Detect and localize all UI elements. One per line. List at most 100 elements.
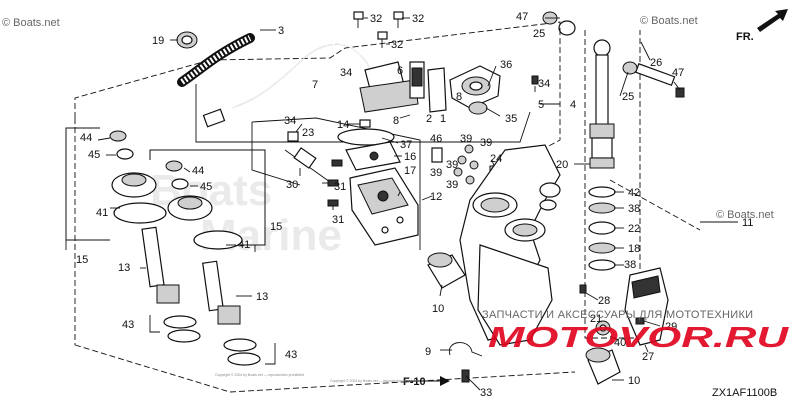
callout-47-a: 47 xyxy=(516,11,528,23)
callout-27: 27 xyxy=(642,351,654,363)
part-6-trim-motor xyxy=(359,61,425,113)
callout-30: 30 xyxy=(286,179,298,191)
part-47-bolt xyxy=(675,87,685,98)
part-37-o-ring xyxy=(337,128,395,146)
callout-36: 36 xyxy=(500,59,512,71)
part-10-bushing-left xyxy=(427,252,466,289)
callout-44-b: 44 xyxy=(192,165,204,177)
diagram-code: ZX1AF1100B xyxy=(712,387,777,399)
callout-3: 3 xyxy=(278,25,284,37)
callout-17: 17 xyxy=(404,165,416,177)
callout-8-a: 8 xyxy=(456,91,462,103)
callout-43-a: 43 xyxy=(122,319,134,331)
part-34-bolt-small xyxy=(531,75,539,85)
callout-22: 22 xyxy=(628,223,640,235)
callout-32-c: 32 xyxy=(391,39,403,51)
callout-39-d: 39 xyxy=(430,167,442,179)
part-44-45-caps xyxy=(109,130,189,190)
callout-39-c: 39 xyxy=(446,159,458,171)
callout-44-a: 44 xyxy=(80,132,92,144)
callout-15-b: 15 xyxy=(76,254,88,266)
part-36-pump-flange xyxy=(449,65,501,109)
callout-39-b: 39 xyxy=(480,137,492,149)
footer-fineprint: Copyright © 2004 by Boats.net — reproduc… xyxy=(215,373,304,377)
callout-38-a: 38 xyxy=(628,203,640,215)
callout-1: 1 xyxy=(440,113,446,125)
callout-14: 14 xyxy=(337,119,349,131)
callout-13-b: 13 xyxy=(256,291,268,303)
group-boxes xyxy=(65,127,266,252)
front-direction-arrow: FR. xyxy=(736,9,788,43)
part-14-bolt xyxy=(359,119,371,128)
part-34-bolt xyxy=(287,131,299,142)
callout-29: 29 xyxy=(665,321,677,333)
front-label: FR. xyxy=(736,31,754,43)
footer-fineprint-2: Copyright © 2004 by Boats.net — reproduc… xyxy=(330,379,419,383)
callout-43-b: 43 xyxy=(285,349,297,361)
brand-overlay: ЗАПЧАСТИ И АКСЕССУАРЫ ДЛЯ МОТОТЕХНИКИ MO… xyxy=(482,309,790,354)
part-20-tilt-rod xyxy=(589,39,615,169)
part-17-pump-body xyxy=(349,167,419,246)
part-10-bushing-right xyxy=(585,347,621,385)
callout-26: 26 xyxy=(650,57,662,69)
callout-6: 6 xyxy=(397,65,403,77)
part-30-valve-rod xyxy=(284,147,331,183)
callout-11: 11 xyxy=(742,217,753,229)
callout-15-a: 15 xyxy=(270,221,282,233)
callout-23: 23 xyxy=(302,127,314,139)
callout-10-b: 10 xyxy=(628,375,640,387)
callout-16: 16 xyxy=(404,151,416,163)
callout-10-a: 10 xyxy=(432,303,444,315)
part-1-trim-cylinder xyxy=(459,144,561,346)
watermark-top-right: © Boats.net xyxy=(640,15,698,27)
callout-31-a: 31 xyxy=(334,181,346,193)
leader-lines xyxy=(97,17,738,391)
watermark-right: © Boats.net xyxy=(716,209,774,221)
callout-37: 37 xyxy=(400,139,412,151)
arrow-icon xyxy=(757,9,788,32)
part-28-grommet xyxy=(579,284,587,294)
part-33-bolt xyxy=(461,369,470,383)
callout-45-b: 45 xyxy=(200,181,212,193)
callout-5: 5 xyxy=(538,99,544,111)
callout-41-b: 41 xyxy=(238,239,250,251)
callout-13-a: 13 xyxy=(118,262,130,274)
callout-47-b: 47 xyxy=(672,67,684,79)
callout-21: 21 xyxy=(590,313,602,325)
callout-39-e: 39 xyxy=(446,179,458,191)
part-42-38-seals xyxy=(588,186,616,271)
watermark-top-left: © Boats.net xyxy=(2,17,60,29)
callout-28: 28 xyxy=(598,295,610,307)
part-13-tilt-cylinder-right xyxy=(167,195,243,325)
callout-39-a: 39 xyxy=(460,133,472,145)
callout-19: 19 xyxy=(152,35,164,47)
part-16-valve-body xyxy=(345,141,401,171)
part-35-seal xyxy=(468,101,488,115)
callout-34-right: 34 xyxy=(538,78,550,90)
part-3-corrugated-hose xyxy=(177,33,255,87)
part-7-wire-harness xyxy=(202,43,376,128)
part-9-clip xyxy=(448,342,483,357)
section-ref-label: F-10 xyxy=(403,376,426,388)
callout-25-a: 25 xyxy=(533,28,545,40)
part-25-bushing xyxy=(622,61,638,75)
callout-41-a: 41 xyxy=(96,207,108,219)
callout-24: 24 xyxy=(490,153,502,165)
callout-8-b: 8 xyxy=(393,115,399,127)
callout-42: 42 xyxy=(628,187,640,199)
callout-34-top: 34 xyxy=(340,67,352,79)
callout-31-b: 31 xyxy=(332,214,344,226)
callout-40: 40 xyxy=(614,337,626,349)
part-32-bolts xyxy=(353,11,404,48)
part-43-rings xyxy=(163,315,261,366)
callout-9: 9 xyxy=(425,346,431,358)
callout-34-left: 34 xyxy=(284,115,296,127)
part-27-anode-cover xyxy=(624,267,669,346)
callout-32-a: 32 xyxy=(370,13,382,25)
callout-33: 33 xyxy=(480,387,492,399)
callout-labels: 19 3 32 32 32 34 7 6 36 34 5 4 35 8 8 2 … xyxy=(76,11,753,399)
callout-2: 2 xyxy=(426,113,432,125)
part-46-plug xyxy=(431,147,443,163)
section-arrow-icon xyxy=(440,376,450,386)
